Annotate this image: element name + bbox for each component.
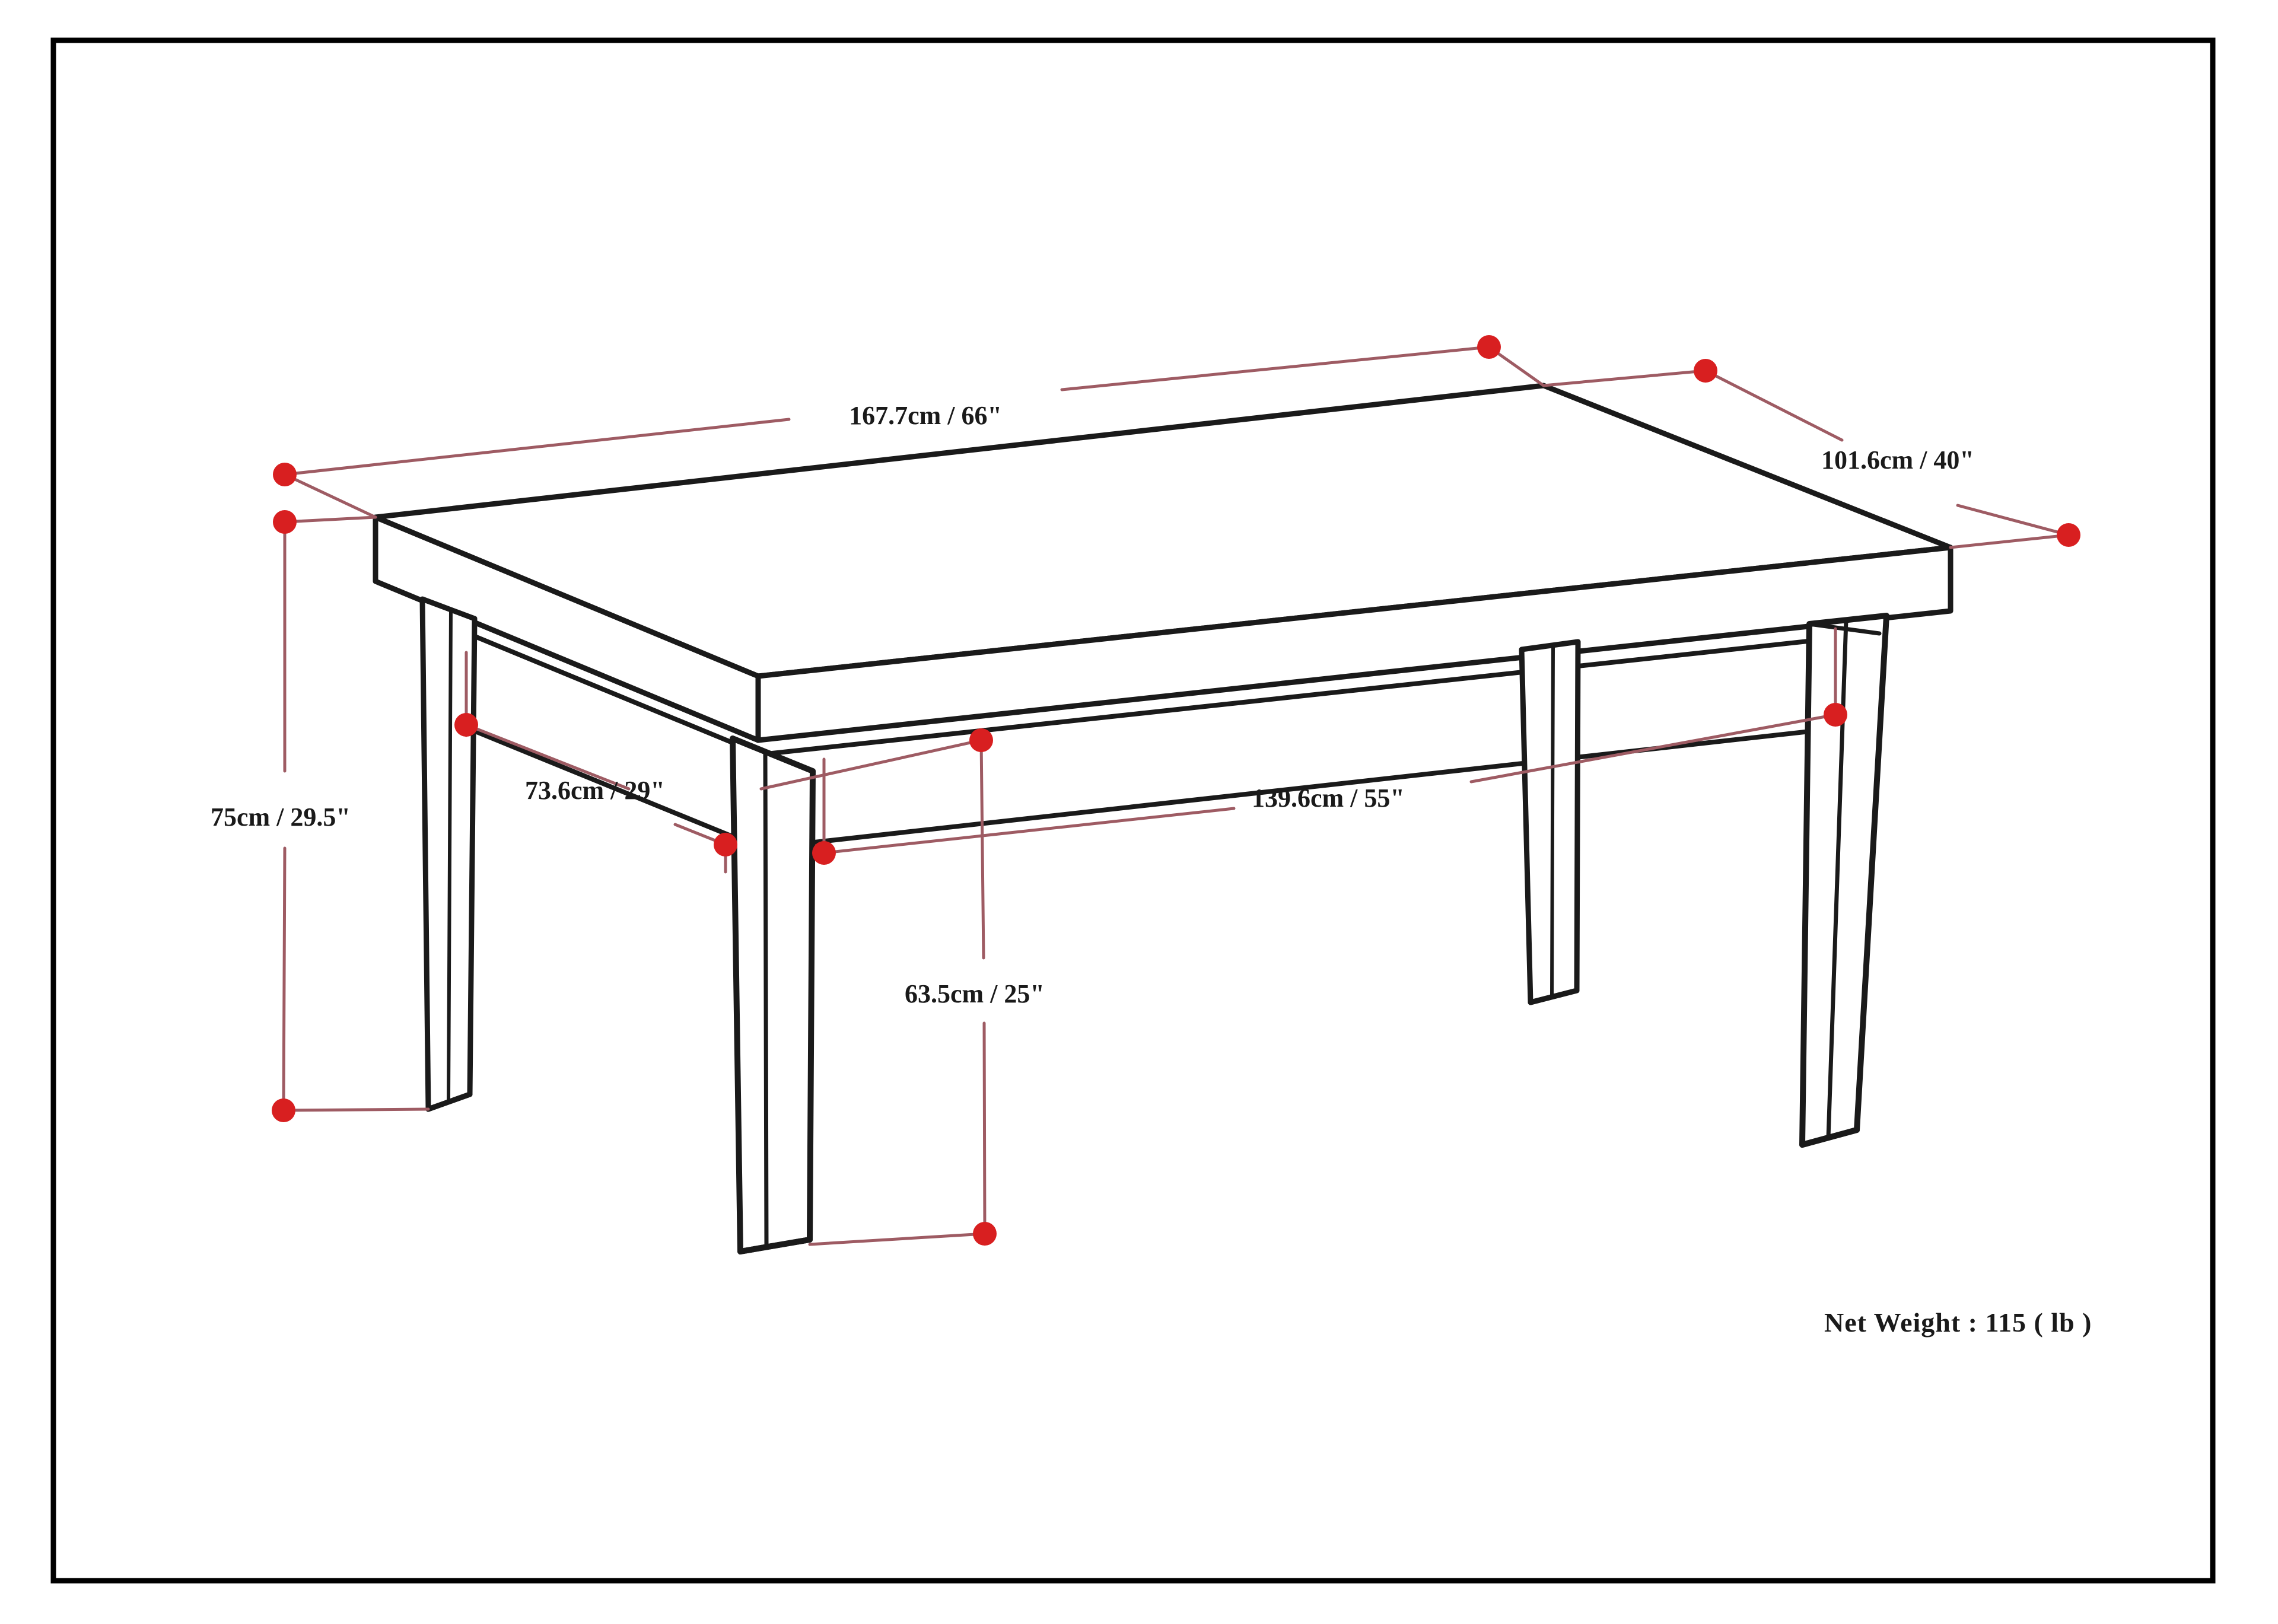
leg-back-left-foot — [425, 1091, 473, 1112]
width-dim-left-marker — [273, 463, 297, 486]
dimension-leader-height-top — [283, 515, 377, 524]
dimension-label-table-width: 167.7cm / 66" — [849, 401, 1002, 430]
dimension-leader-depth-top — [1542, 369, 1707, 387]
leg-back-left-inner-edge — [447, 608, 453, 1104]
clearance-top-marker — [969, 728, 993, 752]
leg-front-left-foot — [737, 1237, 813, 1254]
dimension-line-depth-b — [1956, 504, 2070, 537]
dimension-labels: 167.7cm / 66" 101.6cm / 40" 75cm / 29.5"… — [211, 401, 1974, 1008]
leg-back-right — [1519, 639, 1581, 1005]
dimension-line-apron-width — [822, 807, 1236, 855]
dimension-line-clearance-b — [982, 1021, 987, 1235]
leg-back-right-foot — [1528, 988, 1580, 1005]
dimension-leader-clearance-bottom — [808, 1232, 987, 1246]
height-dim-bottom-marker — [272, 1098, 295, 1122]
sheet-border — [50, 37, 2216, 1584]
apron-depth-front-marker — [714, 833, 737, 856]
dimension-leader-clearance-top — [759, 738, 983, 791]
dimension-label-table-height: 75cm / 29.5" — [211, 803, 351, 832]
depth-dim-top-marker — [1694, 359, 1717, 383]
dimension-leader-width-left — [283, 473, 377, 519]
dimension-leader-height-bottom — [282, 1107, 430, 1112]
leg-back-right-inner-edge — [1550, 644, 1555, 999]
apron-width-right-marker — [1824, 703, 1847, 727]
leg-front-right-joint — [1807, 622, 1882, 636]
dimension-markers — [272, 335, 2080, 1246]
depth-dim-right-marker — [2057, 523, 2080, 547]
dimension-line-clearance — [979, 738, 985, 960]
apron-width-left-marker — [812, 841, 836, 865]
width-dim-right-marker — [1477, 335, 1501, 359]
dimension-line-apron-width-b — [1469, 713, 1837, 784]
dimension-line-depth — [1704, 369, 1844, 442]
dimension-label-clearance-height: 63.5cm / 25" — [905, 979, 1045, 1008]
dimension-line-height-b — [282, 846, 287, 1112]
leg-front-right-foot — [1799, 1127, 1860, 1148]
height-dim-top-marker — [273, 510, 297, 534]
table-illustration — [373, 383, 1954, 1254]
dimension-label-apron-depth: 73.6cm / 29" — [525, 776, 665, 805]
clearance-bottom-marker — [973, 1222, 997, 1246]
dimension-line-width-b — [1060, 345, 1491, 391]
dimension-lines — [282, 345, 2070, 1246]
leg-front-left-inner-edge — [763, 750, 769, 1249]
apron-depth-back-marker — [454, 713, 478, 737]
dimension-line-apron-depth — [464, 723, 631, 791]
dimension-label-table-depth: 101.6cm / 40" — [1821, 445, 1974, 475]
leg-front-left — [730, 735, 816, 1254]
tabletop-right-edge — [755, 544, 1954, 743]
dimension-leader-depth-right — [1949, 533, 2070, 549]
net-weight-label: Net Weight : 115 ( lb ) — [1824, 1307, 2092, 1338]
dimension-label-apron-width: 139.6cm / 55" — [1252, 784, 1405, 813]
dimension-line-width — [283, 418, 791, 476]
